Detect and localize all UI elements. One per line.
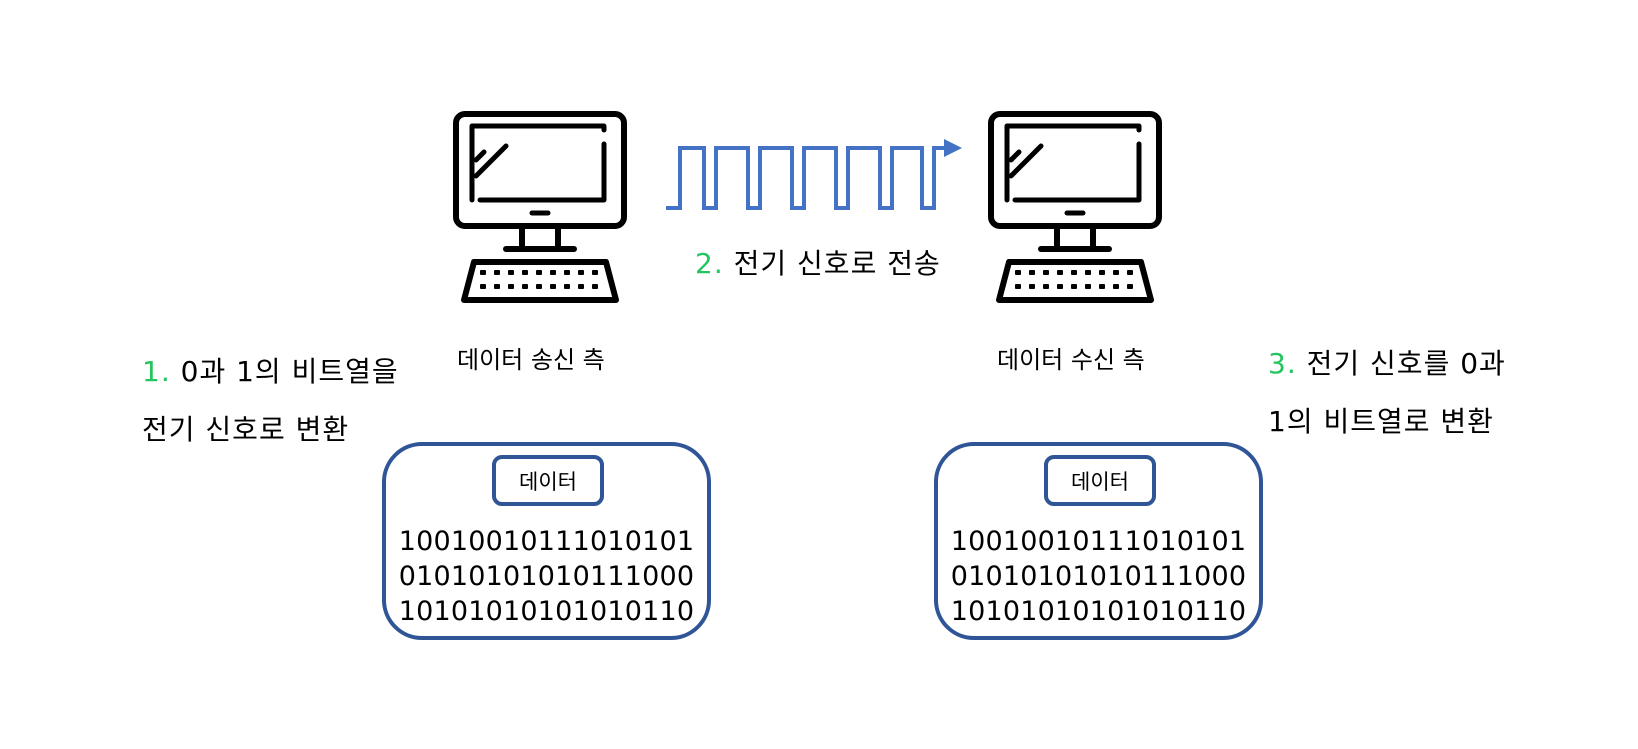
- sender-data-box: 데이터 10010010111010101 01010101010111000 …: [382, 442, 711, 640]
- square-wave-arrow-icon: [664, 134, 964, 218]
- receiver-data-box: 데이터 10010010111010101 01010101010111000 …: [934, 442, 1263, 640]
- bit-row: 01010101010111000: [398, 561, 695, 592]
- step-1-text: 1. 0과 1의 비트열을: [142, 358, 399, 386]
- bit-row: 10101010101010110: [398, 596, 695, 627]
- data-label: 데이터: [1044, 455, 1156, 506]
- receiver-caption: 데이터 수신 측: [997, 346, 1145, 374]
- step-line: 전기 신호를 0과: [1306, 347, 1506, 380]
- step-2-text: 2. 전기 신호로 전송: [695, 250, 941, 278]
- step-line: 0과 1의 비트열을: [180, 355, 399, 388]
- step-3-text: 3. 전기 신호를 0과: [1268, 350, 1506, 378]
- bit-stream: 10010010111010101 01010101010111000 1010…: [386, 524, 707, 629]
- receiver-computer-icon: [987, 110, 1163, 310]
- step-number: 2.: [695, 247, 724, 280]
- bit-row: 10010010111010101: [398, 526, 695, 557]
- bit-stream: 10010010111010101 01010101010111000 1010…: [938, 524, 1259, 629]
- step-1-text-line-2: 전기 신호로 변환: [142, 413, 350, 446]
- desktop-computer-icon: [453, 111, 627, 303]
- step-number: 1.: [142, 355, 171, 388]
- sender-computer-icon: [452, 110, 628, 310]
- step-number: 3.: [1268, 347, 1297, 380]
- bit-row: 01010101010111000: [950, 561, 1247, 592]
- desktop-computer-icon: [988, 111, 1162, 303]
- step-3-text-line-2: 1의 비트열로 변환: [1268, 405, 1494, 438]
- bit-row: 10101010101010110: [950, 596, 1247, 627]
- sender-caption: 데이터 송신 측: [457, 346, 605, 374]
- bit-row: 10010010111010101: [950, 526, 1247, 557]
- step-line: 전기 신호로 전송: [733, 247, 941, 280]
- data-label: 데이터: [492, 455, 604, 506]
